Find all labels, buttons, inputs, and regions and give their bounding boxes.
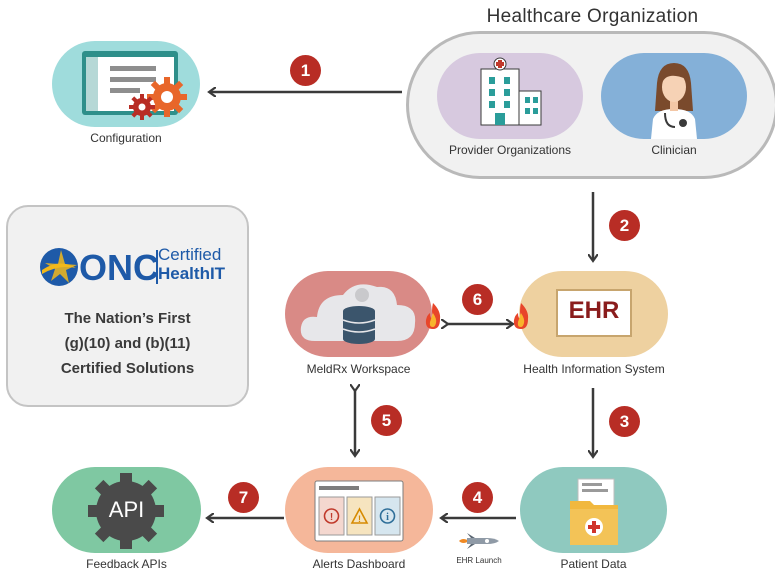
step-badge-4: 4	[462, 482, 493, 513]
hospital-building-icon	[480, 57, 542, 126]
onc-certified-line: Certified	[158, 245, 222, 264]
configuration-node[interactable]	[52, 41, 200, 127]
onc-tagline-3: Certified Solutions	[60, 360, 195, 377]
health-information-system-label: Health Information System	[523, 362, 665, 376]
patient-data-node[interactable]	[520, 467, 667, 553]
meldrx-workspace-node[interactable]	[285, 271, 432, 357]
ehr-launch-label: EHR Launch	[456, 556, 502, 565]
org-title: Healthcare Organization	[486, 6, 699, 27]
onc-certified-text: Certified HealthIT	[158, 245, 225, 283]
onc-certification-card: ONC Certified HealthIT The Nation’s Firs…	[6, 205, 249, 407]
configuration-label: Configuration	[90, 131, 162, 145]
alerts-dashboard-label: Alerts Dashboard	[312, 557, 406, 571]
rocket-icon	[459, 533, 499, 549]
svg-text:!: !	[358, 514, 361, 524]
svg-text:!: !	[330, 512, 333, 523]
fire-icon	[513, 303, 529, 329]
meldrx-workspace-label: MeldRx Workspace	[306, 362, 411, 376]
patient-folder-icon	[570, 478, 618, 545]
ehr-text: EHR	[568, 297, 620, 324]
step-badge-2: 2	[609, 210, 640, 241]
patient-data-label: Patient Data	[560, 557, 627, 571]
onc-tagline-1: The Nation’s First	[64, 310, 191, 327]
onc-tagline-2: (g)(10) and (b)(11)	[64, 335, 191, 352]
feedback-apis-node[interactable]: API	[52, 467, 201, 553]
step-badge-7: 7	[228, 482, 259, 513]
api-gear-icon	[88, 473, 164, 549]
svg-text:i: i	[386, 512, 389, 523]
cloud-database-icon	[300, 284, 416, 344]
api-text: API	[108, 497, 145, 522]
step-badge-5: 5	[371, 405, 402, 436]
onc-logo-text: ONC	[79, 247, 159, 288]
onc-healthit-line: HealthIT	[158, 264, 226, 283]
health-information-system-node[interactable]: EHR	[519, 271, 668, 357]
step-badge-3: 3	[609, 406, 640, 437]
feedback-apis-label: Feedback APIs	[86, 557, 167, 571]
provider-organizations-node[interactable]	[437, 53, 583, 139]
configuration-gears-icon	[82, 51, 187, 120]
onc-logo-icon: ONC	[40, 247, 159, 288]
clinician-label: Clinician	[651, 143, 697, 157]
step-badge-6: 6	[462, 284, 493, 315]
alerts-dashboard-node[interactable]: ! ! i	[285, 467, 433, 553]
clinician-icon	[651, 63, 697, 139]
alerts-dashboard-icon: ! ! i	[314, 480, 404, 542]
clinician-node[interactable]	[601, 53, 747, 139]
fire-icon	[425, 303, 441, 329]
step-badge-1: 1	[290, 55, 321, 86]
provider-organizations-label: Provider Organizations	[448, 143, 572, 157]
